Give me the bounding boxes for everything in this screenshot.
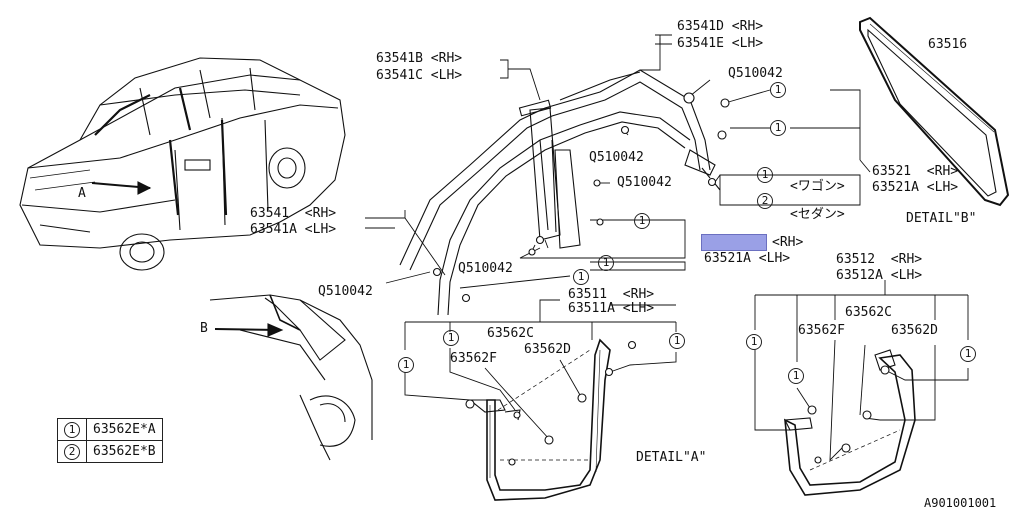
callout-circle: 2: [757, 193, 773, 209]
door-weatherstrip-detail-a: [468, 338, 611, 501]
legend-table: 1 63562E*A 2 63562E*B: [57, 418, 163, 463]
label-detail-b: DETAIL"B": [906, 211, 977, 226]
label-q510042-mid3: Q510042: [458, 261, 513, 276]
label-63511a: 63511A <LH>: [568, 301, 655, 316]
callout-circle: 1: [398, 357, 414, 373]
callout-1: 1: [757, 167, 773, 183]
legend-row: 1 63562E*A: [57, 418, 163, 441]
callout-1: 1: [443, 330, 459, 346]
callout-circle: 1: [634, 213, 650, 229]
label-63541a: 63541A <LH>: [250, 222, 337, 237]
clip-markers: [432, 92, 890, 466]
label-63521a: 63521A <LH>: [872, 180, 959, 195]
callout-1: 1: [770, 82, 786, 98]
label-63562f-b: 63562F: [798, 323, 845, 338]
callout-circle: 1: [788, 368, 804, 384]
callout-circle: 1: [443, 330, 459, 346]
door-weatherstrip-detail-b: [784, 349, 916, 496]
callout-1: 1: [573, 269, 589, 285]
label-wagon: <ワゴン>: [790, 179, 845, 194]
callout-1: 1: [746, 334, 762, 350]
legend-part-number: 63562E*A: [86, 418, 163, 441]
label-detail-a: DETAIL"A": [636, 450, 707, 465]
leader-lines: [365, 34, 969, 462]
label-q510042-mid2: Q510042: [617, 175, 672, 190]
label-63541c: 63541C <LH>: [376, 68, 463, 83]
callout-circle: 1: [770, 82, 786, 98]
car-sedan-illustration: [19, 57, 346, 271]
callout-circle: 1: [669, 333, 685, 349]
label-63512a: 63512A <LH>: [836, 268, 923, 283]
callout-circle: 1: [573, 269, 589, 285]
callout-circle: 1: [746, 334, 762, 350]
label-63541b: 63541B <RH>: [376, 51, 463, 66]
door-sash-frame: [399, 69, 721, 316]
label-63511: 63511 <RH>: [568, 287, 655, 302]
label-63562c-b: 63562C: [845, 305, 892, 320]
label-q510042-top: Q510042: [728, 66, 783, 81]
callout-1: 1: [398, 357, 414, 373]
label-q510042-left: Q510042: [318, 284, 373, 299]
legend-part-number: 63562E*B: [86, 440, 163, 463]
legend-ref: 2: [64, 443, 80, 460]
label-63541: 63541 <RH>: [250, 206, 337, 221]
callout-circle: 1: [598, 255, 614, 271]
callout-circle: 1: [770, 120, 786, 136]
legend-row: 2 63562E*B: [57, 440, 163, 463]
label-63516: 63516: [928, 37, 968, 52]
label-63541d: 63541D <RH>: [677, 19, 764, 34]
callout-1: 1: [960, 346, 976, 362]
callout-1: 1: [634, 213, 650, 229]
callout-circle: 1: [960, 346, 976, 362]
diagram-code: A901001001: [924, 496, 997, 510]
label-highlight-rh: <RH>: [772, 235, 804, 250]
callout-2: 2: [757, 193, 773, 209]
callout-1: 1: [788, 368, 804, 384]
label-highlight-lh: 63521A <LH>: [704, 251, 791, 266]
label-63562d-a: 63562D: [524, 342, 571, 357]
label-63541e: 63541E <LH>: [677, 36, 764, 51]
callout-1: 1: [598, 255, 614, 271]
highlighted-part-number[interactable]: [701, 234, 767, 251]
car-rear-illustration: [209, 294, 373, 461]
label-q510042-mid1: Q510042: [589, 150, 644, 165]
label-63562f-a: 63562F: [450, 351, 497, 366]
legend-ref: 1: [64, 421, 80, 438]
label-63562d-b: 63562D: [891, 323, 938, 338]
legend-ref-cell: 1: [57, 418, 87, 441]
label-63512: 63512 <RH>: [836, 252, 923, 267]
label-sedan: <セダン>: [790, 207, 845, 222]
callout-circle: 1: [757, 167, 773, 183]
callout-1: 1: [770, 120, 786, 136]
callout-1: 1: [669, 333, 685, 349]
legend-ref-cell: 2: [57, 440, 87, 463]
label-63562c-a: 63562C: [487, 326, 534, 341]
weatherstrip-63516: [859, 16, 1010, 207]
label-arrow-b: B: [200, 321, 208, 336]
label-arrow-a: A: [78, 186, 86, 201]
label-63521: 63521 <RH>: [872, 164, 959, 179]
